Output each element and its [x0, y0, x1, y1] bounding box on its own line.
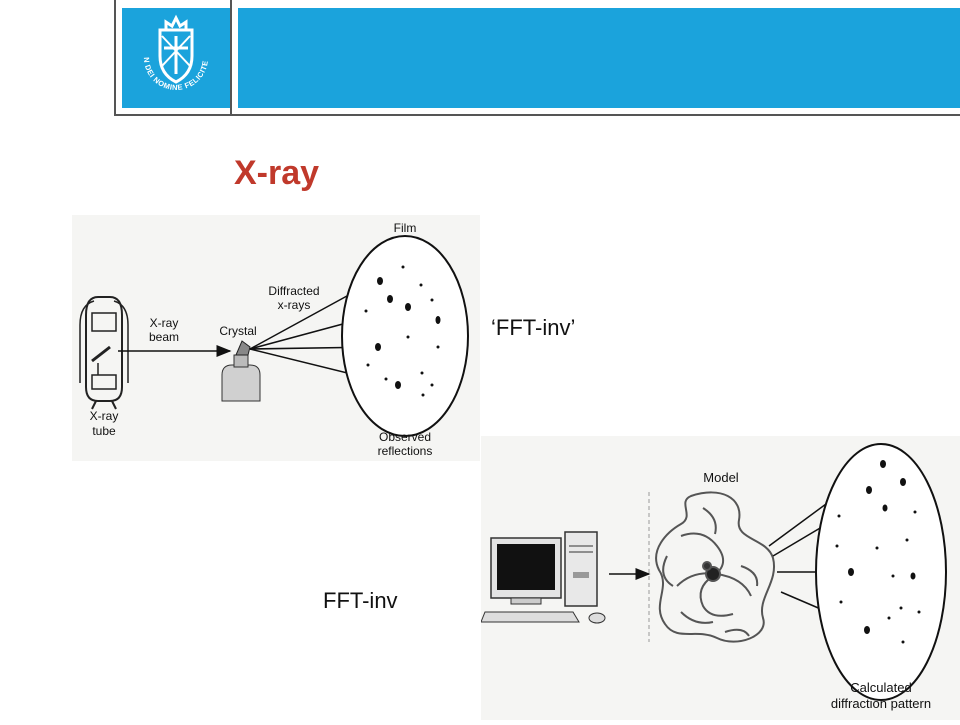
- fft-inv-quoted-label: ‘FFT-inv’: [491, 315, 576, 340]
- calculated-label-line2: diffraction pattern: [831, 696, 931, 711]
- tube-label-line2: tube: [92, 424, 116, 438]
- xray-tube-icon: [79, 296, 129, 410]
- header-divider: [230, 0, 232, 116]
- diffracted-label-line2: x-rays: [278, 298, 311, 312]
- model-calculation-diagram: Model: [480, 436, 960, 720]
- computer-icon: [480, 531, 606, 624]
- film-ellipse: [341, 235, 469, 437]
- film-label: Film: [394, 221, 417, 235]
- model-label: Model: [703, 470, 739, 485]
- observed-label-line1: Observed: [379, 430, 431, 444]
- university-logo: IN DEI NOMINE FELICITER: [119, 1, 230, 108]
- calculated-label-line1: Calculated: [850, 680, 911, 695]
- tube-label-line1: X-ray: [90, 409, 119, 423]
- fft-inv-label: FFT-inv: [323, 588, 398, 613]
- beam-label-line1: X-ray: [150, 316, 179, 330]
- crystal-label: Crystal: [219, 324, 256, 338]
- header-frame: [114, 0, 960, 116]
- shield-icon: IN DEI NOMINE FELICITER: [119, 1, 209, 92]
- diffracted-label-line1: Diffracted: [268, 284, 319, 298]
- crystal-mount-icon: [221, 340, 261, 402]
- beam-label-line2: beam: [149, 330, 179, 344]
- calculated-spots: [835, 460, 921, 644]
- slide-title: X-ray: [234, 154, 320, 192]
- header-band: [238, 8, 960, 108]
- pattern-ellipse: [815, 443, 947, 701]
- film-reflection-spots: [364, 265, 441, 397]
- observed-label-line2: reflections: [378, 444, 433, 458]
- xray-diffraction-diagram: X-ray tube X-ray beam Crystal Diffracted…: [72, 215, 480, 461]
- protein-model-icon: [655, 491, 776, 643]
